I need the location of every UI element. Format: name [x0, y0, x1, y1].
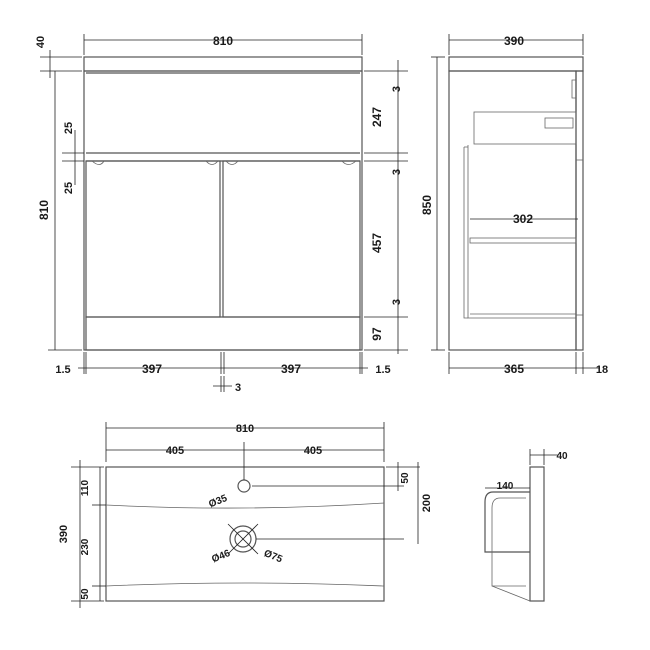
dim-front-bottom: 1.5 397 397 1.5 3 [55, 352, 391, 394]
dim-label-side-depth: 390 [504, 34, 524, 48]
dim-label-inner-depth: 302 [513, 212, 533, 226]
dim-front-left: 40 810 25 25 [35, 36, 84, 351]
dim-label-groove-upper: 25 [63, 122, 75, 134]
dim-label-door-gap: 3 [235, 382, 241, 394]
plinth [85, 316, 361, 351]
side-shelf [469, 237, 577, 244]
dim-label-side-right: 1.5 [375, 364, 390, 376]
left-door [85, 160, 221, 318]
dim-label-drawer-height: 247 [370, 107, 384, 127]
front-elevation [83, 56, 363, 351]
dim-label-basin-half-right: 405 [304, 445, 322, 457]
dim-label-plinth-gap: 3 [391, 299, 403, 305]
dim-label-top-thickness: 40 [35, 36, 47, 48]
left-door-notch [91, 160, 105, 165]
dim-label-waste-outer-dia: Ø75 [262, 548, 284, 565]
dim-label-drawer-gap-top: 3 [391, 86, 403, 92]
dim-front-width: 810 [83, 34, 363, 55]
dim-label-section-lip: 40 [556, 451, 568, 462]
section-back-lip [529, 466, 545, 602]
dim-label-side-total-height: 850 [420, 195, 434, 215]
dim-label-door-depth: 18 [596, 364, 608, 376]
side-drawer-box [473, 111, 577, 145]
waste-inner-ring [234, 530, 252, 548]
side-door-profile [575, 70, 584, 351]
dim-label-back-zone: 50 [80, 588, 91, 600]
basin-plan [105, 466, 404, 602]
dim-label-basin-depth: 390 [58, 525, 70, 543]
basin-outline [105, 466, 385, 602]
dim-label-front-width: 810 [213, 34, 233, 48]
dim-label-door-left: 397 [142, 362, 162, 376]
countertop [83, 56, 363, 72]
dim-label-waste-inner-dia: Ø46 [210, 548, 232, 565]
dim-label-body-depth: 365 [504, 362, 524, 376]
dim-label-front-zone: 110 [80, 479, 91, 496]
dim-label-door-height: 457 [370, 233, 384, 253]
side-countertop [448, 56, 584, 72]
side-drawer-handle [571, 79, 576, 99]
dim-label-door-right: 397 [281, 362, 301, 376]
side-drawer-front-detail [544, 117, 574, 129]
left-door-notch-right [205, 160, 219, 165]
dim-label-waste-offset: 200 [421, 494, 433, 512]
dim-label-basin-half-left: 405 [166, 445, 184, 457]
bowl-front-edge [105, 502, 385, 509]
dim-label-drawer-gap-bottom: 3 [391, 169, 403, 175]
right-door-notch-right [341, 160, 357, 165]
dim-label-section-bowl-depth: 140 [497, 481, 514, 492]
dim-label-side-left: 1.5 [55, 364, 70, 376]
dim-label-front-total-height: 810 [37, 200, 51, 220]
bowl-back-edge [105, 582, 385, 587]
tap-hole [237, 479, 251, 493]
dim-label-plinth-height: 97 [370, 327, 384, 341]
section-bowl-inner [491, 497, 526, 587]
dim-label-groove-lower: 25 [63, 182, 75, 194]
side-inner-outline [467, 145, 576, 319]
side-inner-edge [463, 146, 468, 319]
dim-basin: 810 405 405 390 110 230 50 50 200 Ø35 Ø4… [58, 422, 433, 608]
dim-label-tap-hole-offset: 50 [400, 472, 411, 484]
section-bowl-outer [484, 491, 530, 553]
side-elevation [448, 56, 584, 351]
dim-front-right: 3 247 3 457 3 97 [364, 60, 408, 354]
dim-label-basin-width: 810 [236, 423, 254, 435]
right-door [222, 160, 361, 318]
basin-section: 40 140 [484, 449, 568, 602]
right-door-notch [225, 160, 239, 165]
dim-side: 390 850 302 365 18 [420, 34, 608, 376]
dim-label-bowl-zone: 230 [80, 538, 91, 555]
